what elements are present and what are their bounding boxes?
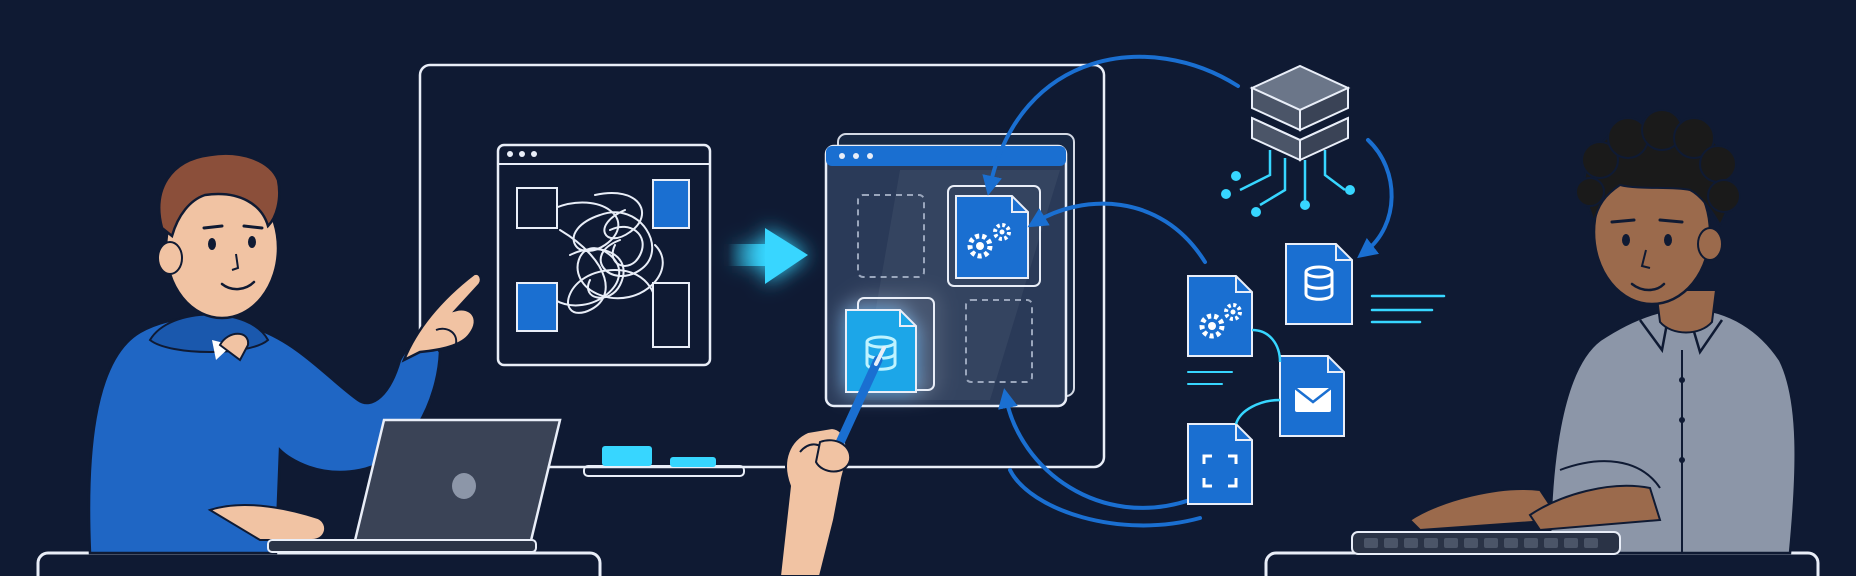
hair — [158, 152, 281, 239]
window-dot — [531, 151, 537, 157]
server-stack-icon — [1221, 64, 1355, 217]
developer-left — [87, 152, 483, 555]
mail-document-icon — [1279, 355, 1345, 437]
transform-arrow — [728, 228, 808, 284]
hair-curls — [1575, 109, 1741, 213]
whiteboard-tray — [583, 446, 745, 477]
window-dot — [853, 153, 859, 159]
text-lines — [1187, 371, 1233, 385]
window-dot — [839, 153, 845, 159]
connector-lines — [1234, 328, 1282, 425]
speed-lines — [1370, 294, 1446, 324]
window-dot — [507, 151, 513, 157]
tangled-system-window — [496, 143, 712, 367]
modern-system-window — [824, 133, 1075, 408]
legacy-module — [652, 179, 690, 229]
keyboard — [1351, 531, 1621, 555]
code-brackets-document-icon — [1187, 423, 1253, 505]
tangled-lines — [554, 192, 664, 316]
workflow-arrows — [982, 54, 1394, 528]
laptop — [267, 418, 562, 555]
gears-document-icon — [1187, 275, 1253, 357]
window-dot — [867, 153, 873, 159]
desk-right — [1264, 551, 1820, 576]
placeholder-slot — [965, 299, 1033, 383]
database-document-icon — [1285, 243, 1353, 325]
gears-document-icon — [955, 195, 1029, 279]
window-dot — [519, 151, 525, 157]
whiteboard-frame — [418, 63, 1106, 469]
desk-left — [36, 551, 602, 576]
legacy-module — [652, 282, 690, 348]
laptop-logo — [452, 473, 476, 499]
placeholder-slot — [857, 194, 925, 278]
legacy-module — [516, 187, 558, 229]
legacy-module — [516, 282, 558, 332]
window-titlebar — [826, 146, 1066, 166]
developer-right — [1408, 109, 1797, 555]
stylus-hand — [778, 346, 886, 576]
